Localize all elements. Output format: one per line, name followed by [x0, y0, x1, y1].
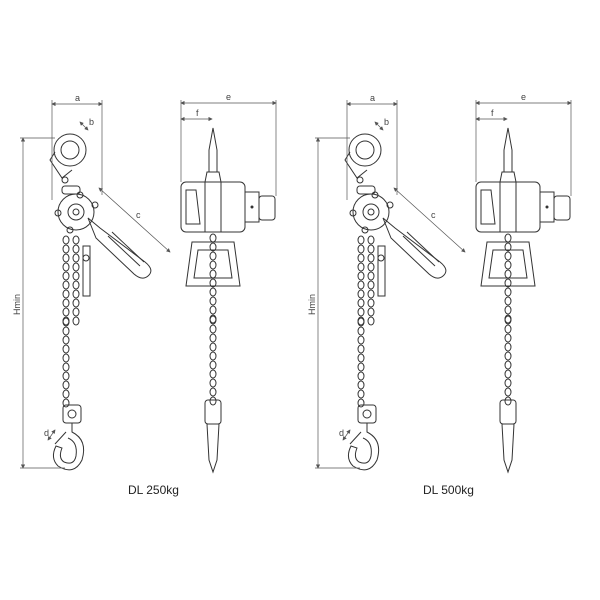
dim-d-label: d [339, 428, 344, 438]
dim-b-label: b [89, 117, 94, 127]
model-caption: DL 250kg [128, 483, 179, 497]
model-caption: DL 500kg [423, 483, 474, 497]
dim-hmin-label: Hmin [307, 294, 317, 315]
dim-e-label: e [521, 92, 526, 102]
dim-f-label: f [491, 108, 494, 118]
dim-f-label: f [196, 108, 199, 118]
dim-c-label: c [136, 210, 141, 220]
dim-b-label: b [384, 117, 389, 127]
dim-d-label: d [44, 428, 49, 438]
hoist-drawing-500kg [315, 100, 571, 472]
dim-e-label: e [226, 92, 231, 102]
dim-hmin-label: Hmin [12, 294, 22, 315]
hoist-drawing-250kg [20, 100, 276, 472]
dim-c-label: c [431, 210, 436, 220]
dim-a-label: a [75, 93, 80, 103]
dim-a-label: a [370, 93, 375, 103]
